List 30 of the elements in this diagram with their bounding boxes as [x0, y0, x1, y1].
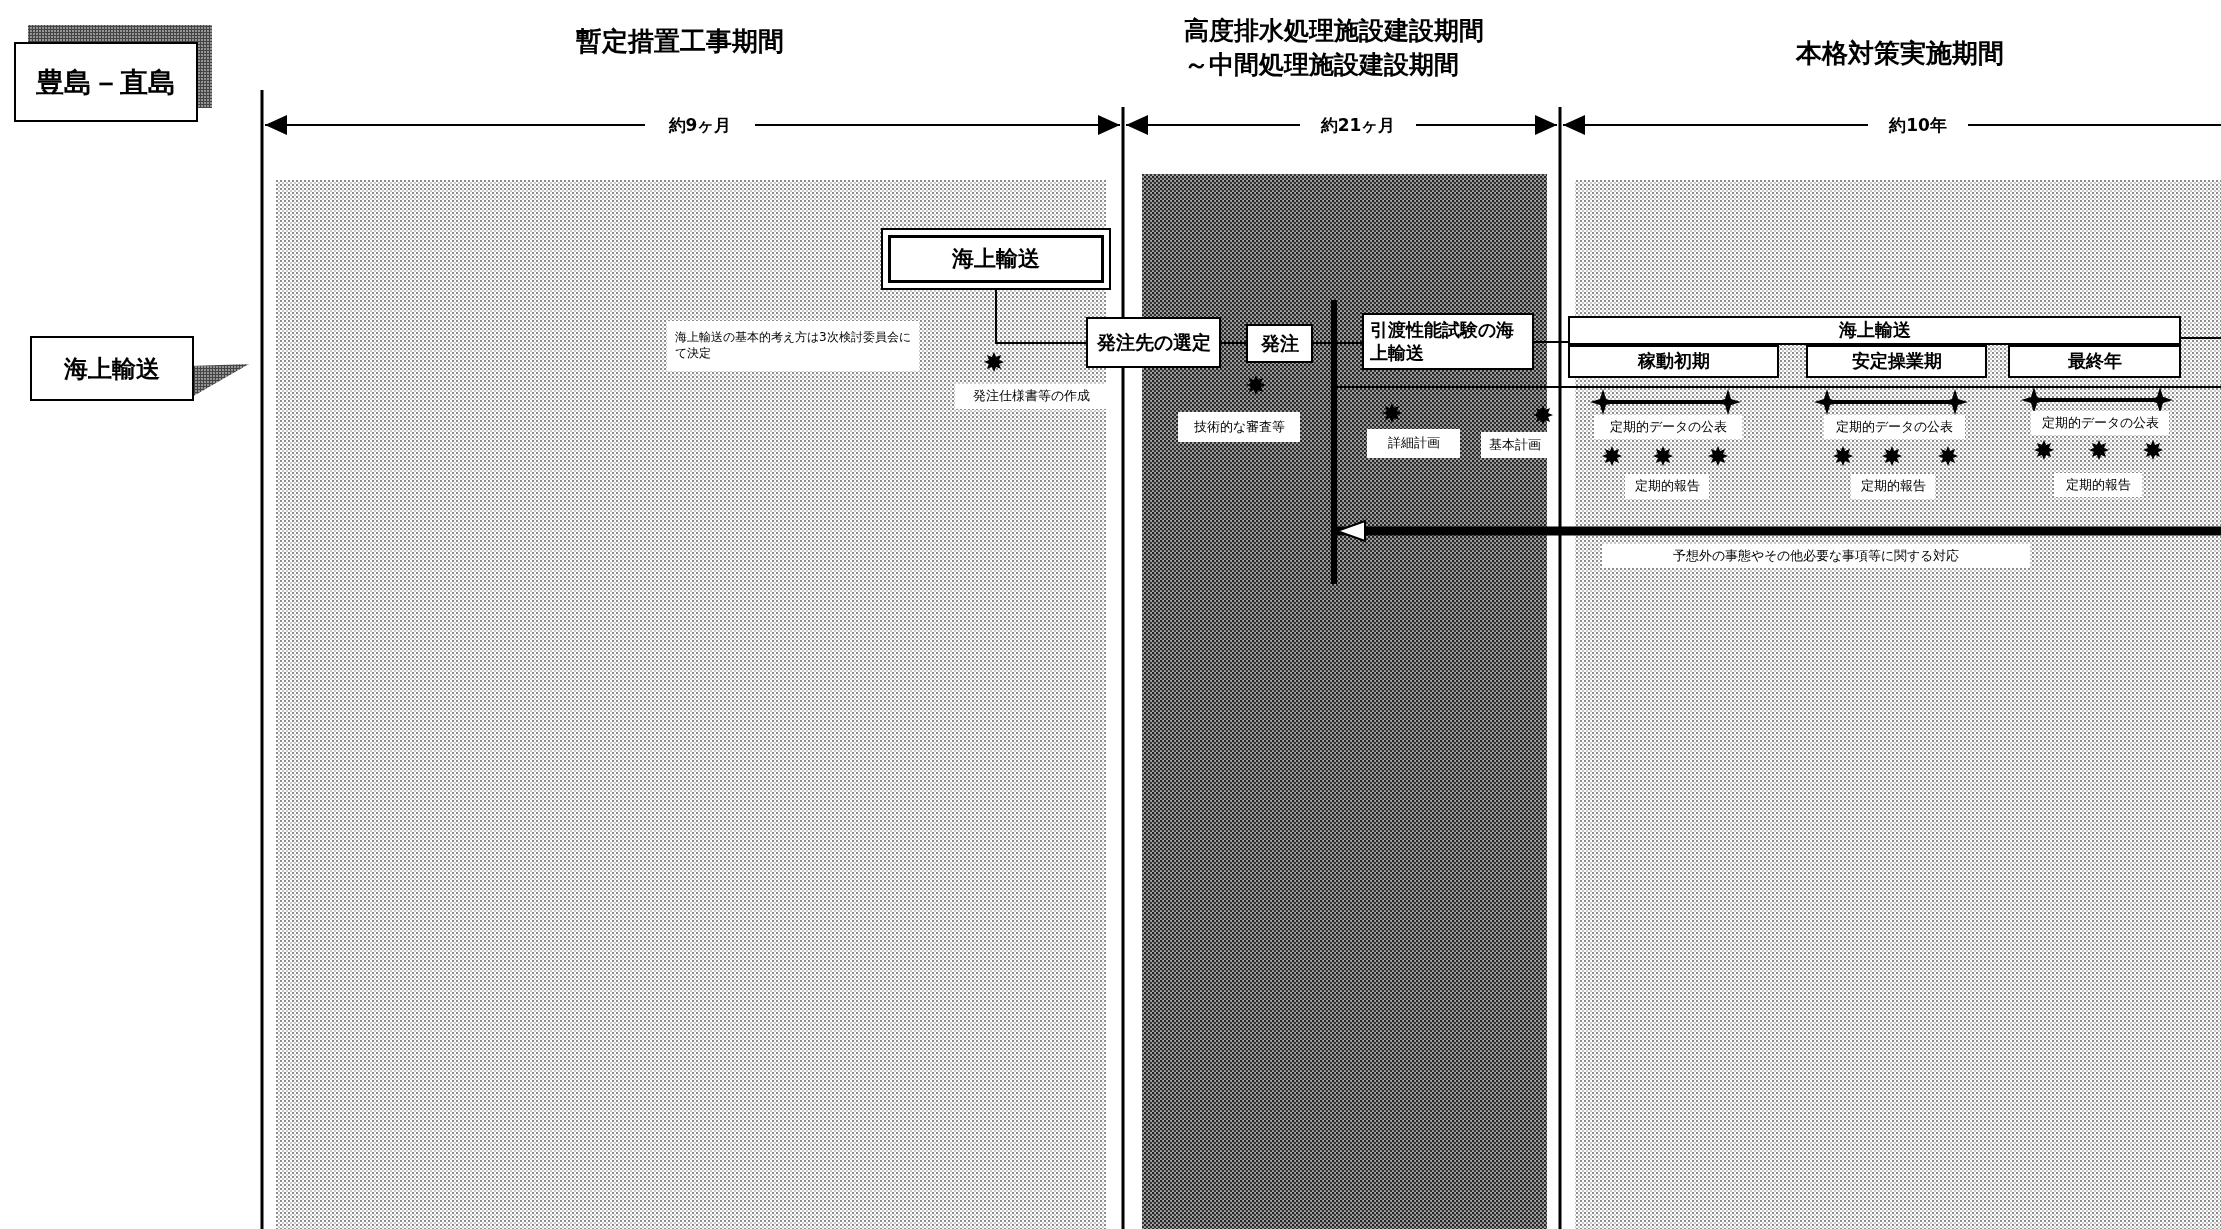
note-text: 定期的報告	[1625, 474, 1709, 499]
note-text: 予想外の事態やその他必要な事項等に関する対応	[1602, 544, 2030, 568]
process-box: 引渡性能試験の海上輸送	[1362, 313, 1534, 370]
phase-box: 最終年	[2008, 345, 2181, 378]
connector-line	[995, 289, 1087, 344]
note-text: 定期的データの公表	[1594, 415, 1742, 439]
note-text: 定期的データの公表	[1824, 415, 1965, 439]
note-text: 詳細計画	[1367, 429, 1460, 458]
row-label-box: 海上輸送	[30, 336, 194, 401]
phase-box: 稼動初期	[1568, 345, 1779, 378]
note-text: 定期的報告	[1851, 474, 1935, 499]
connector-line	[1312, 342, 1363, 344]
double-border-box: 海上輸送	[881, 228, 1111, 290]
phase-box: 安定操業期	[1806, 345, 1987, 378]
vertical-bar	[1331, 300, 1337, 584]
region-box: 豊島－直島	[14, 42, 198, 122]
note-text: 海上輸送の基本的考え方は3次検討委員会にて決定	[667, 321, 919, 371]
connector-line	[2180, 337, 2221, 339]
hollow-arrow	[1336, 520, 2221, 542]
note-text: 発注仕様書等の作成	[955, 384, 1107, 409]
note-text: 定期的データの公表	[2031, 411, 2169, 435]
note-text: 技術的な審査等	[1178, 412, 1300, 442]
note-text: 定期的報告	[2054, 473, 2142, 497]
connector-line	[1336, 386, 2221, 388]
note-text: 基本計画	[1481, 432, 1549, 458]
connector-line	[1220, 342, 1247, 344]
phase-header-box: 海上輸送	[1568, 316, 2181, 345]
process-box: 発注先の選定	[1086, 317, 1221, 368]
connector-line	[1533, 341, 1569, 343]
process-box: 発注	[1246, 324, 1313, 363]
